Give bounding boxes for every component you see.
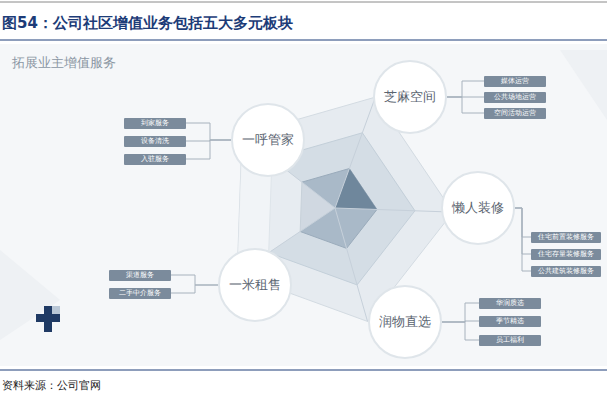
- decor-triangle: [0, 250, 60, 340]
- category-circle: 芝麻空间: [373, 60, 447, 134]
- leader-connector: [515, 208, 531, 254]
- leader-connector: [171, 285, 218, 293]
- leader-connector: [442, 322, 479, 340]
- category-circle: 懒人装修: [441, 171, 515, 245]
- service-name: 季节精选: [496, 317, 524, 326]
- service-box: 季节精选: [479, 316, 541, 327]
- source-caption: 资料来源：公司官网: [2, 378, 101, 393]
- leader-connector: [515, 208, 531, 237]
- category-name: 润物直选: [379, 313, 431, 331]
- service-name: 媒体运营: [501, 77, 529, 86]
- service-box: 设备清洗: [124, 136, 186, 147]
- service-box: 华润质选: [479, 298, 541, 309]
- plus-logo: [36, 306, 60, 332]
- category-circle: 一呼管家: [231, 103, 305, 177]
- service-name: 设备清洗: [141, 137, 169, 146]
- service-box: 到家服务: [124, 118, 186, 129]
- leader-connector: [447, 81, 484, 97]
- title-rule: [0, 40, 607, 41]
- service-name: 渠道服务: [126, 271, 154, 280]
- caption-rule: [0, 370, 607, 371]
- leader-connector: [442, 303, 479, 322]
- top-rule: [0, 2, 607, 3]
- service-name: 住宅前置装修服务: [538, 233, 594, 242]
- service-name: 公共建筑装修服务: [538, 267, 594, 276]
- leader-connector: [186, 140, 231, 159]
- service-box: 公共建筑装修服务: [531, 266, 601, 277]
- category-name: 芝麻空间: [384, 88, 436, 106]
- category-name: 一米租售: [229, 276, 281, 294]
- leader-connector: [186, 123, 231, 140]
- service-name: 公共场地运营: [494, 93, 536, 102]
- service-box: 入驻服务: [124, 154, 186, 165]
- service-box: 住宅前置装修服务: [531, 232, 601, 243]
- category-name: 懒人装修: [452, 199, 504, 217]
- service-box: 员工福利: [479, 335, 541, 346]
- service-name: 员工福利: [496, 336, 524, 345]
- service-box: 住宅存量装修服务: [531, 249, 601, 260]
- leader-connector: [447, 97, 484, 113]
- service-name: 住宅存量装修服务: [538, 250, 594, 259]
- service-name: 华润质选: [496, 299, 524, 308]
- decor-triangle: [560, 50, 607, 120]
- figure-title: 图54：公司社区增值业务包括五大多元板块: [2, 14, 293, 33]
- leader-connector: [171, 275, 218, 285]
- service-box: 公共场地运营: [484, 92, 546, 103]
- service-name: 入驻服务: [141, 155, 169, 164]
- service-box: 媒体运营: [484, 76, 546, 87]
- service-box: 二手中介服务: [109, 288, 171, 299]
- service-name: 到家服务: [141, 119, 169, 128]
- category-circle: 润物直选: [368, 285, 442, 359]
- service-name: 空间活动运营: [494, 109, 536, 118]
- service-name: 二手中介服务: [119, 289, 161, 298]
- leader-connector: [515, 208, 531, 271]
- section-label: 拓展业主增值服务: [12, 54, 116, 72]
- category-name: 一呼管家: [242, 131, 294, 149]
- panel-ground: [0, 44, 607, 366]
- category-circle: 一米租售: [218, 248, 292, 322]
- service-box: 空间活动运营: [484, 108, 546, 119]
- service-box: 渠道服务: [109, 270, 171, 281]
